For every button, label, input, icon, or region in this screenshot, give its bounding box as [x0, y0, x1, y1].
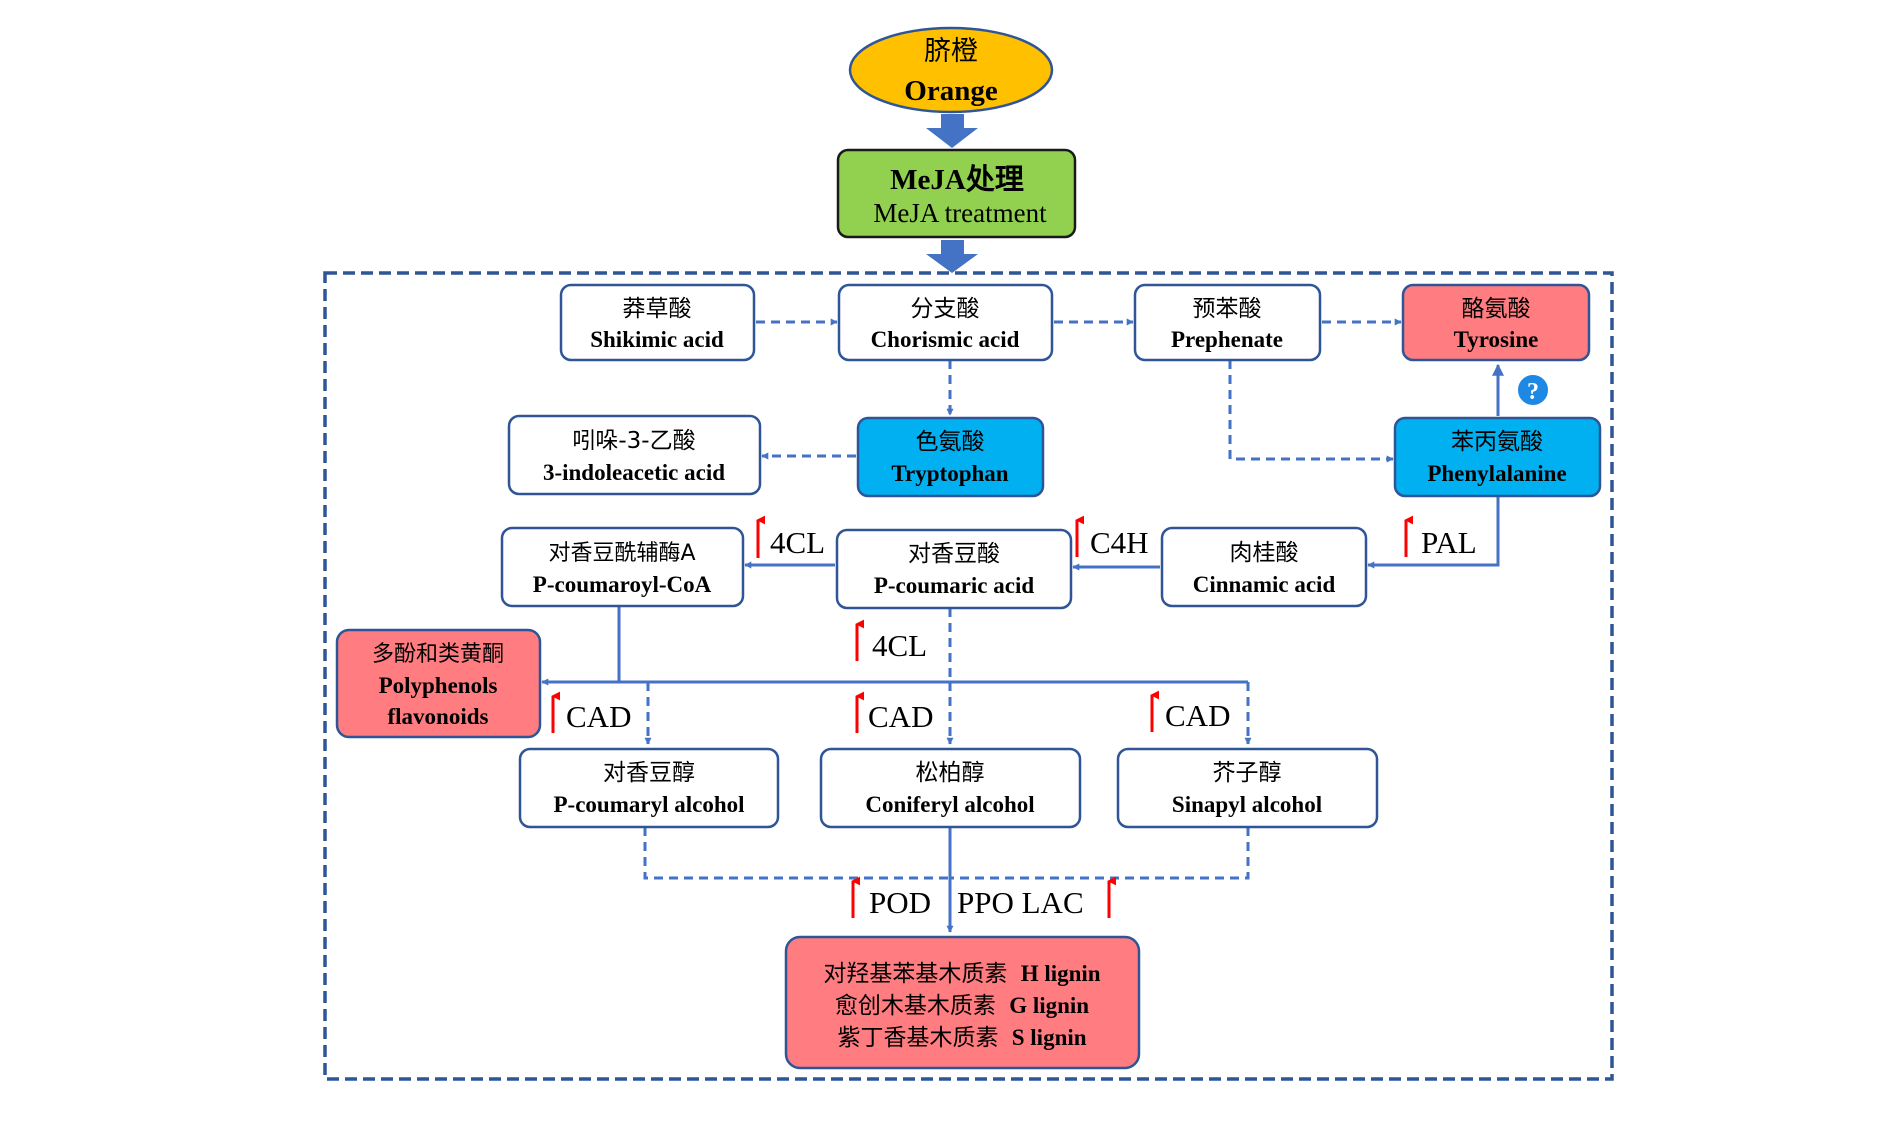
phenylalanine-cn-label: 苯丙氨酸: [1451, 429, 1543, 455]
tryptophan-en-label: Tryptophan: [891, 461, 1008, 486]
ppo-lac-label: PPO LAC: [957, 885, 1084, 920]
pcoumaryl-node: [518, 747, 780, 829]
sinapyl-node: [1116, 747, 1379, 829]
prephenate-to-phenylalanine-arrow: [1228, 360, 1394, 463]
orange-cn-label: 脐橙: [924, 36, 978, 67]
tyrosine-en-label: Tyrosine: [1454, 327, 1539, 352]
pal-label: PAL: [1421, 525, 1477, 560]
lignin-line1: 对羟基苯基木质素 H lignin: [823, 961, 1100, 987]
meja-node: [836, 148, 1077, 239]
pcoumaric-cn-label: 对香豆酸: [908, 541, 1000, 567]
cinnamic-cn-label: 肉桂酸: [1230, 540, 1299, 566]
question-icon-glyph: ?: [1527, 379, 1539, 405]
sinapyl-to-collector-line: [950, 827, 1250, 880]
pcoumaroylcoa-node: [500, 526, 745, 608]
shikimic-node: [559, 283, 756, 362]
meja-en-label: MeJA treatment: [873, 198, 1047, 228]
shikimic-cn-label: 莽草酸: [623, 296, 692, 322]
phenylalanine-en-label: Phenylalanine: [1427, 461, 1566, 486]
question-icon: [1516, 373, 1550, 407]
cad-left-label: CAD: [566, 699, 631, 734]
fourcl-mid-label: 4CL: [872, 628, 927, 663]
treatment-effect-frame: [323, 271, 1614, 1081]
polyphenols-node: [335, 628, 542, 739]
coniferyl-node: [819, 747, 1082, 829]
cinnamic-node: [1160, 526, 1368, 608]
coniferyl-en-label: Coniferyl alcohol: [865, 792, 1034, 817]
lignin-line3-cn: 紫丁香基木质素: [837, 1025, 998, 1051]
prephenate-node: [1133, 283, 1322, 362]
lignin-node: [784, 935, 1141, 1070]
orange-en-label: Orange: [904, 75, 998, 107]
cad-right-label: CAD: [1165, 698, 1230, 733]
polyphenols-cn-label: 多酚和类黄酮: [372, 642, 504, 667]
lignin-line2-en: G lignin: [1009, 993, 1089, 1018]
iaa-en-label: 3-indoleacetic acid: [543, 460, 725, 485]
lignin-line2-cn: 愈创木基木质素: [835, 993, 996, 1019]
tryptophan-node: [856, 416, 1045, 498]
prephenate-en-label: Prephenate: [1171, 327, 1283, 352]
tyrosine-cn-label: 酪氨酸: [1462, 296, 1531, 322]
orange-to-meja-arrow: [926, 114, 978, 148]
lignin-line3: 紫丁香基木质素 S lignin: [837, 1025, 1086, 1051]
meja-cn-label: MeJA处理: [890, 163, 1024, 196]
shikimic-en-label: Shikimic acid: [590, 327, 724, 352]
chorismic-cn-label: 分支酸: [911, 296, 980, 322]
meja-to-pathway-arrow: [926, 240, 978, 273]
pcoumaroylcoa-to-polyphenols-arrow: [541, 606, 621, 686]
pcoumaryl-cn-label: 对香豆醇: [603, 760, 695, 786]
pcoumaric-node: [835, 528, 1073, 610]
pcoumaroylcoa-cn-label: 对香豆酰辅酶A: [548, 541, 695, 566]
coniferyl-cn-label: 松柏醇: [916, 760, 985, 786]
pod-label: POD: [869, 885, 931, 920]
orange-node: [848, 26, 1054, 114]
chorismic-node: [837, 283, 1054, 362]
lignin-line1-en: H lignin: [1021, 961, 1101, 986]
lignin-line2: 愈创木基木质素 G lignin: [835, 993, 1089, 1019]
prephenate-cn-label: 预苯酸: [1193, 296, 1262, 322]
lignin-line1-cn: 对羟基苯基木质素: [823, 961, 1007, 987]
tyrosine-node: [1401, 283, 1591, 362]
cad-mid-label: CAD: [868, 699, 933, 734]
tryptophan-cn-label: 色氨酸: [916, 429, 985, 455]
pcoumaryl-to-collector-line: [643, 827, 950, 880]
pcoumaroylcoa-en-label: P-coumaroyl-CoA: [533, 572, 712, 597]
cinnamic-en-label: Cinnamic acid: [1193, 572, 1336, 597]
phenylalanine-node: [1393, 416, 1602, 498]
fourcl-top-label: 4CL: [770, 525, 825, 560]
c4h-label: C4H: [1090, 525, 1149, 560]
polyphenols-en2-label: flavonoids: [388, 704, 489, 729]
sinapyl-en-label: Sinapyl alcohol: [1172, 792, 1322, 817]
pcoumaric-en-label: P-coumaric acid: [874, 573, 1035, 598]
sinapyl-cn-label: 芥子醇: [1213, 760, 1282, 786]
chorismic-en-label: Chorismic acid: [871, 327, 1020, 352]
iaa-node: [507, 414, 762, 496]
phenylalanine-to-cinnamic-arrow: [1367, 496, 1500, 569]
polyphenols-en1-label: Polyphenols: [379, 673, 498, 698]
pcoumaryl-en-label: P-coumaryl alcohol: [554, 792, 745, 817]
lignin-line3-en: S lignin: [1012, 1025, 1087, 1050]
iaa-cn-label: 吲哚-3-乙酸: [572, 428, 695, 454]
